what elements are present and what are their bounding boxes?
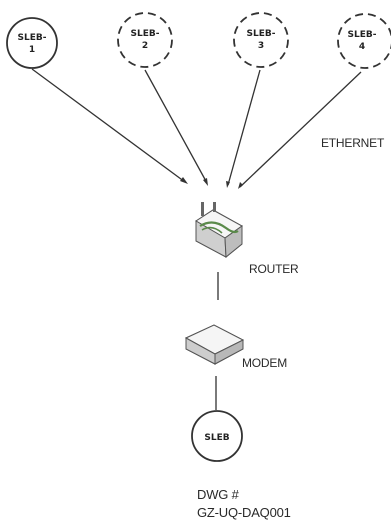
router-icon [195,202,243,259]
link-sleb4-router [239,71,362,188]
link-sleb3-router [227,69,261,186]
arrowhead-4 [238,182,243,189]
node-sleb-main: SLEB [191,410,243,462]
arrowhead-1 [180,177,188,184]
node-sleb-3-line1: SLEB- [247,29,276,39]
connections [31,68,362,410]
drawing-number: GZ-UQ-DAQ001 [197,505,291,520]
modem-icon [184,324,245,365]
node-sleb-4-line1: SLEB- [348,30,377,40]
node-sleb-1-line1: SLEB- [18,33,47,43]
node-sleb-3-line2: 3 [258,41,264,51]
ethernet-label: ETHERNET [321,136,385,150]
arrowhead-2 [203,178,208,186]
link-sleb1-router [31,68,186,183]
node-sleb-1: SLEB- 1 [6,17,58,69]
node-sleb-3: SLEB- 3 [233,12,289,68]
node-sleb-main-label: SLEB [204,433,229,443]
modem-label: MODEM [242,356,287,370]
node-sleb-1-line2: 1 [29,45,35,55]
node-sleb-4-line2: 4 [359,42,365,52]
node-sleb-4: SLEB- 4 [337,13,391,69]
arrowheads [180,177,243,189]
router-label: ROUTER [249,262,299,276]
node-sleb-2-line2: 2 [142,41,148,51]
node-sleb-2: SLEB- 2 [117,12,173,68]
node-sleb-2-line1: SLEB- [131,29,160,39]
arrowhead-3 [226,181,230,188]
drawing-number-label: DWG # [197,487,239,502]
link-sleb2-router [144,69,208,184]
